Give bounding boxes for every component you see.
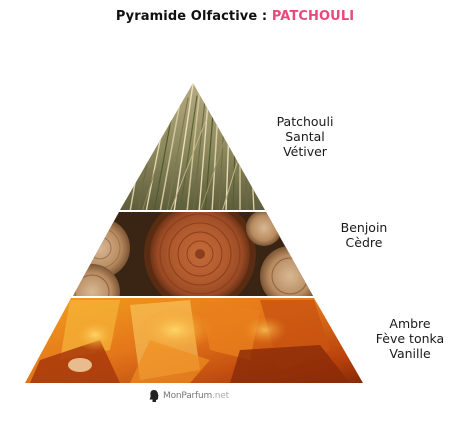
title-accent: PATCHOULI <box>271 9 355 24</box>
page-title: Pyramide Olfactive : PATCHOULI <box>0 9 470 24</box>
note-ambre: Ambre <box>389 316 431 331</box>
note-feve-tonka: Fève tonka <box>375 331 445 346</box>
note-patchouli: Patchouli <box>276 114 334 129</box>
brand-logo: MonParfum.net <box>148 387 229 405</box>
note-santal: Santal <box>285 129 325 144</box>
base-notes: Ambre Fève tonka Vanille <box>340 316 470 361</box>
note-benjoin: Benjoin <box>340 220 388 235</box>
title-prefix: Pyramide Olfactive : <box>115 9 268 24</box>
top-notes: Patchouli Santal Vétiver <box>235 114 375 159</box>
woman-profile-icon <box>149 390 159 402</box>
note-cedre: Cèdre <box>345 235 383 250</box>
heart-notes: Benjoin Cèdre <box>294 220 434 250</box>
brand-suffix: .net <box>212 391 229 401</box>
note-vetiver: Vétiver <box>283 144 327 159</box>
brand-name: MonParfum <box>163 391 213 401</box>
note-vanille: Vanille <box>389 346 431 361</box>
middle-tier-wood-image <box>73 212 313 296</box>
brand-text: MonParfum.net <box>163 391 229 401</box>
bottom-tier-amber-image <box>25 298 363 383</box>
